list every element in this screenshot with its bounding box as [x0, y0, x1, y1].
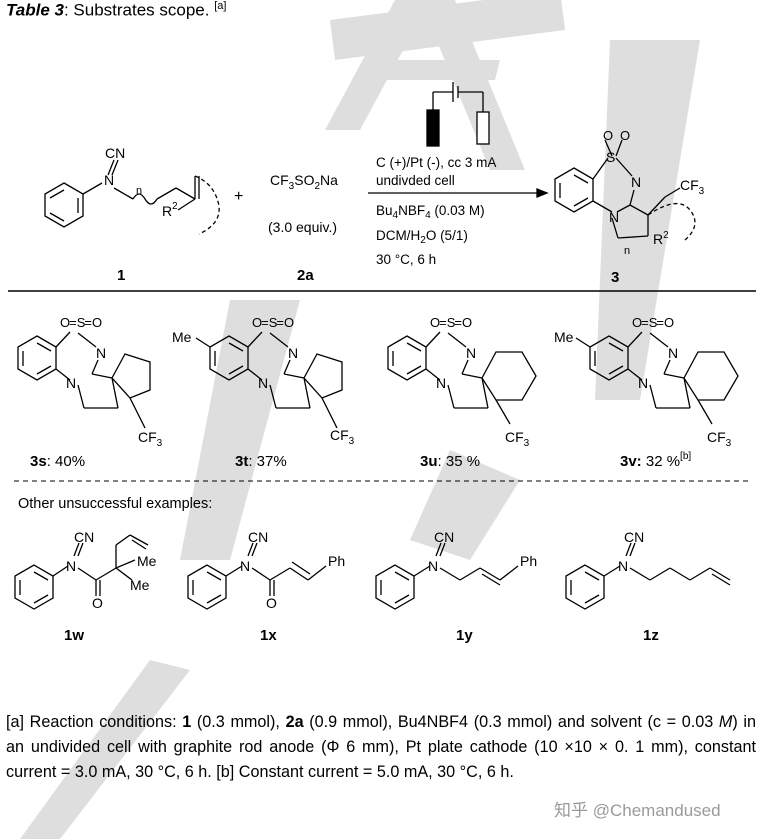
reactant-1: [44, 159, 220, 235]
c1w-me2: Me: [130, 577, 150, 593]
c1x-o: O: [266, 595, 277, 611]
footnote-b-text: Constant current = 5.0 mA, 30 °C, 6 h.: [234, 763, 514, 781]
p3u-n2: N: [436, 375, 446, 391]
product-3u-structure: [387, 331, 537, 425]
footnote-b-mark: [b]: [216, 763, 235, 781]
c1w-o: O: [92, 595, 103, 611]
reagent-label: 2a: [297, 267, 314, 284]
p3-o2: O: [620, 128, 630, 143]
label-1w: 1w: [64, 627, 84, 644]
footnote-a-mark: [a]: [6, 713, 24, 731]
p3v-o: O=S=O: [632, 315, 674, 330]
compound-1x-structure: [187, 542, 327, 610]
c1y-n: N: [428, 558, 438, 574]
reaction-scheme: CN N n R 2 1 + CF3SO2Na (3.0 equiv.) 2a …: [8, 82, 756, 644]
footnote-a-rest: ) in an undivided cell with graphite rod…: [6, 713, 757, 781]
p3u-cf3: CF3: [505, 429, 530, 449]
p3t-o: O=S=O: [252, 315, 294, 330]
caption-label: Table 3: [6, 0, 64, 20]
electrolysis-cell-icon: [426, 82, 490, 147]
p3-r2: R2: [653, 230, 669, 247]
compound-1z-structure: [565, 542, 731, 610]
r1-r2-sup: 2: [172, 201, 178, 212]
caption-text: : Substrates scope.: [63, 0, 215, 20]
c1y-ph: Ph: [520, 553, 537, 569]
label-3s: 3s: 40%: [30, 453, 85, 470]
label-1z: 1z: [643, 627, 659, 644]
p3-n-index: n: [624, 245, 630, 257]
label-1y: 1y: [456, 627, 473, 644]
label-1x: 1x: [260, 627, 277, 644]
p3t-n2: N: [258, 375, 268, 391]
footnote-r1-amount: (0.3 mmol),: [191, 713, 286, 731]
compound-1y-structure: [375, 542, 519, 610]
source-credit: 知乎 @Chemandused: [554, 801, 721, 820]
unsuccessful-header: Other unsuccessful examples:: [18, 496, 212, 512]
footnote-r1: 1: [182, 713, 192, 731]
table-caption: Table 3: Substrates scope. [a]: [6, 0, 226, 21]
c1w-cn: CN: [74, 529, 94, 545]
c1x-cn: CN: [248, 529, 268, 545]
r1-r2: R: [162, 203, 172, 219]
p3v-n2: N: [638, 375, 648, 391]
c1w-me1: Me: [137, 553, 157, 569]
product-3-label: 3: [611, 269, 619, 286]
cond-line-5: 30 °C, 6 h: [376, 252, 436, 267]
p3-s: S: [606, 149, 615, 165]
p3t-n1: N: [288, 345, 298, 361]
product-3: [554, 139, 696, 241]
c1w-n: N: [66, 558, 76, 574]
product-3v-structure: [575, 331, 739, 425]
p3u-o: O=S=O: [430, 315, 472, 330]
p3s-cf3: CF3: [138, 429, 163, 449]
r1-cn: CN: [105, 145, 125, 161]
cond-line-2: undivded cell: [376, 173, 455, 188]
cond-line-3: Bu4NBF4 (0.03 M): [376, 203, 485, 221]
r1-n: N: [104, 172, 114, 188]
p3s-o: O=S=O: [60, 315, 102, 330]
footnote-r2-amount: (0.9 mmol), Bu4NBF4 (0.3 mmol) and solve…: [303, 713, 719, 731]
p3t-cf3: CF3: [330, 427, 355, 447]
reagent-formula: CF3SO2Na: [270, 172, 338, 192]
footnote-a-text: Reaction conditions:: [24, 713, 183, 731]
caption-note: [a]: [214, 0, 227, 12]
c1x-n: N: [240, 558, 250, 574]
p3s-n1: N: [96, 345, 106, 361]
footnote-unit: M: [718, 713, 733, 731]
reagent-equiv: (3.0 equiv.): [268, 219, 337, 235]
p3v-cf3: CF3: [707, 429, 732, 449]
p3-cf3: CF3: [680, 177, 705, 197]
table-footnote: [a] Reaction conditions: 1 (0.3 mmol), 2…: [6, 710, 756, 785]
p3v-me: Me: [554, 329, 574, 345]
c1x-ph: Ph: [328, 553, 345, 569]
footnote-r2: 2a: [285, 713, 304, 731]
p3-n1: N: [631, 174, 641, 190]
p3t-me: Me: [172, 329, 192, 345]
p3v-n1: N: [668, 345, 678, 361]
cond-line-4: DCM/H2O (5/1): [376, 228, 468, 246]
c1z-cn: CN: [624, 529, 644, 545]
product-3t-structure: [195, 331, 343, 429]
label-3t: 3t: 37%: [235, 453, 287, 470]
compound-1w-structure: [14, 534, 149, 610]
plus-sign: +: [234, 188, 243, 205]
p3u-n1: N: [466, 345, 476, 361]
r1-n-index: n: [136, 185, 142, 197]
c1y-cn: CN: [434, 529, 454, 545]
c1z-n: N: [618, 558, 628, 574]
reactant-1-label: 1: [117, 267, 125, 284]
p3s-n2: N: [66, 375, 76, 391]
label-3v: 3v: 32 %[b]: [620, 451, 691, 470]
p3-o1: O: [603, 128, 613, 143]
cond-line-1: C (+)/Pt (-), cc 3 mA: [376, 155, 496, 170]
product-3s-structure: [17, 331, 151, 429]
label-3u: 3u: 35 %: [420, 453, 480, 470]
p3-n2: N: [609, 209, 619, 225]
